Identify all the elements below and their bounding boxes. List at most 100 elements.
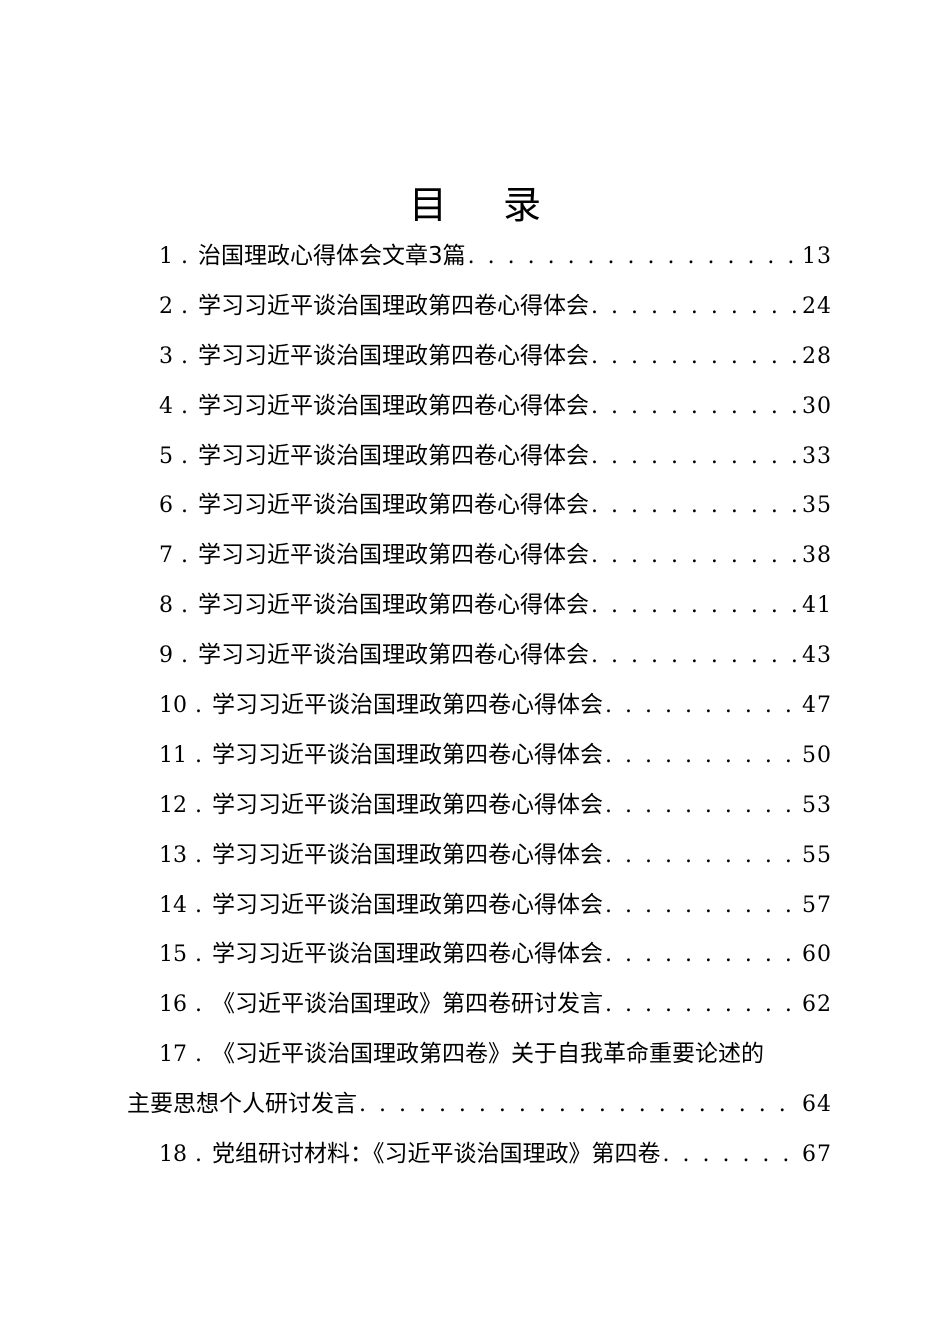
toc-entry-title-continued: 主要思想个人研讨发言 — [127, 1091, 357, 1118]
toc-entry[interactable]: 2.学习习近平谈治国理政第四卷心得体会24 — [127, 282, 832, 332]
dot-leader — [605, 980, 800, 1030]
dot-leader — [591, 531, 800, 581]
toc-entry-title: 治国理政心得体会文章3篇 — [198, 243, 466, 269]
toc-entry-page: 35 — [802, 493, 832, 519]
toc-entry-number: 6 — [159, 493, 173, 519]
toc-entry-number: 1 — [159, 244, 173, 269]
dot-leader — [605, 831, 800, 881]
toc-entry-number: 4 — [159, 393, 173, 419]
table-of-contents: 1.治国理政心得体会文章3篇13 2.学习习近平谈治国理政第四卷心得体会24 3… — [127, 232, 832, 1180]
toc-entry-separator: . — [181, 593, 188, 619]
toc-entry[interactable]: 14. 学习习近平谈治国理政第四卷心得体会 57 — [127, 881, 832, 931]
toc-entry[interactable]: 11. 学习习近平谈治国理政第四卷心得体会 50 — [127, 731, 832, 781]
toc-entry[interactable]: 9.学习习近平谈治国理政第四卷心得体会43 — [127, 631, 832, 681]
dot-leader — [591, 481, 800, 531]
toc-entry-separator: . — [195, 992, 202, 1018]
toc-entry-separator: . — [181, 543, 188, 569]
toc-entry-separator: . — [195, 942, 202, 968]
toc-entry-separator: . — [181, 443, 188, 469]
toc-entry[interactable]: 13.学习习近平谈治国理政第四卷心得体会55 — [127, 831, 832, 881]
toc-entry-number: 10 — [159, 693, 187, 719]
toc-entry-title: 学习习近平谈治国理政第四卷心得体会 — [198, 492, 589, 519]
toc-entry[interactable]: 18.党组研讨材料：《习近平谈治国理政》第四卷67 — [127, 1130, 832, 1180]
toc-entry-page: 62 — [802, 992, 832, 1018]
dot-leader — [605, 930, 800, 980]
dot-leader — [605, 881, 800, 931]
toc-entry-title: 《习近平谈治国理政第四卷》关于自我革命重要论述的 — [212, 1041, 764, 1068]
toc-entry-number: 14 — [159, 892, 187, 918]
toc-entry-number: 13 — [159, 842, 187, 868]
toc-entry-separator: . — [195, 742, 202, 768]
toc-entry[interactable]: 7.学习习近平谈治国理政第四卷心得体会38 — [127, 531, 832, 581]
toc-entry-title: 学习习近平谈治国理政第四卷心得体会 — [198, 292, 589, 319]
toc-entry-title: 学习习近平谈治国理政第四卷心得体会 — [212, 941, 603, 968]
toc-entry-separator: . — [181, 643, 188, 669]
toc-entry[interactable]: 6.学习习近平谈治国理政第四卷心得体会35 — [127, 481, 832, 531]
toc-entry[interactable]: 17.《习近平谈治国理政第四卷》关于自我革命重要论述的 主要思想个人研讨发言64 — [127, 1030, 832, 1130]
toc-entry-page: 38 — [802, 543, 832, 569]
toc-entry-page: 30 — [802, 393, 832, 419]
toc-entry-number: 12 — [159, 792, 187, 818]
toc-entry-separator: . — [181, 393, 188, 419]
toc-entry-separator: . — [181, 244, 188, 269]
dot-leader — [591, 581, 800, 631]
toc-entry[interactable]: 1.治国理政心得体会文章3篇13 — [127, 232, 832, 282]
toc-entry-page: 33 — [802, 443, 832, 469]
toc-entry[interactable]: 5. 学习习近平谈治国理政第四卷心得体会 33 — [127, 432, 832, 482]
toc-entry[interactable]: 3.学习习近平谈治国理政第四卷心得体会28 — [127, 332, 832, 382]
dot-leader — [468, 232, 800, 282]
toc-entry-separator: . — [195, 693, 202, 719]
toc-entry-number: 8 — [159, 593, 173, 619]
toc-entry-title: 学习习近平谈治国理政第四卷心得体会 — [212, 891, 603, 918]
toc-entry-separator: . — [181, 293, 188, 319]
toc-entry-number: 9 — [159, 643, 173, 669]
dot-leader — [591, 432, 800, 482]
toc-entry-page: 57 — [802, 892, 832, 918]
toc-entry[interactable]: 15. 学习习近平谈治国理政第四卷心得体会 60 — [127, 930, 832, 980]
toc-entry-title: 学习习近平谈治国理政第四卷心得体会 — [198, 342, 589, 369]
dot-leader — [591, 382, 800, 432]
toc-entry-title: 学习习近平谈治国理政第四卷心得体会 — [198, 392, 589, 419]
toc-entry-title: 学习习近平谈治国理政第四卷心得体会 — [212, 841, 603, 868]
toc-entry-number: 17 — [159, 1042, 187, 1068]
toc-entry-title: 学习习近平谈治国理政第四卷心得体会 — [212, 791, 603, 818]
toc-entry-page: 43 — [802, 643, 832, 669]
toc-entry-title: 学习习近平谈治国理政第四卷心得体会 — [212, 741, 603, 768]
toc-entry-number: 7 — [159, 543, 173, 569]
toc-entry[interactable]: 12. 学习习近平谈治国理政第四卷心得体会 53 — [127, 781, 832, 831]
dot-leader — [605, 781, 800, 831]
toc-entry-separator: . — [181, 343, 188, 369]
toc-entry-title: 《习近平谈治国理政》第四卷研讨发言 — [212, 991, 603, 1018]
toc-entry-title: 学习习近平谈治国理政第四卷心得体会 — [212, 692, 603, 719]
toc-entry-separator: . — [195, 792, 202, 818]
toc-entry-number: 11 — [159, 742, 187, 768]
toc-entry[interactable]: 8. 学习习近平谈治国理政第四卷心得体会 41 — [127, 581, 832, 631]
toc-entry-number: 2 — [159, 293, 173, 319]
toc-entry-title: 学习习近平谈治国理政第四卷心得体会 — [198, 592, 589, 619]
toc-entry[interactable]: 16. 《习近平谈治国理政》第四卷研讨发言 62 — [127, 980, 832, 1030]
toc-entry[interactable]: 4. 学习习近平谈治国理政第四卷心得体会 30 — [127, 382, 832, 432]
dot-leader — [359, 1080, 800, 1130]
toc-entry-title: 党组研讨材料：《习近平谈治国理政》第四卷 — [212, 1141, 661, 1168]
dot-leader — [663, 1130, 801, 1180]
dot-leader — [591, 282, 800, 332]
toc-entry-page: 55 — [802, 842, 832, 868]
toc-entry-page: 60 — [802, 942, 832, 968]
toc-entry[interactable]: 10.学习习近平谈治国理政第四卷心得体会47 — [127, 681, 832, 731]
dot-leader — [591, 332, 800, 382]
toc-entry-separator: . — [195, 892, 202, 918]
toc-entry-number: 16 — [159, 992, 187, 1018]
toc-entry-page: 53 — [802, 792, 832, 818]
toc-entry-number: 18 — [159, 1142, 187, 1168]
toc-entry-page: 64 — [802, 1092, 832, 1118]
toc-entry-separator: . — [195, 1142, 202, 1168]
toc-entry-page: 50 — [802, 742, 832, 768]
dot-leader — [591, 631, 800, 681]
toc-entry-title: 学习习近平谈治国理政第四卷心得体会 — [198, 442, 589, 469]
dot-leader — [605, 731, 800, 781]
toc-entry-page: 41 — [802, 593, 832, 619]
toc-entry-number: 15 — [159, 942, 187, 968]
toc-entry-number: 5 — [159, 443, 173, 469]
toc-entry-page: 28 — [802, 343, 832, 369]
